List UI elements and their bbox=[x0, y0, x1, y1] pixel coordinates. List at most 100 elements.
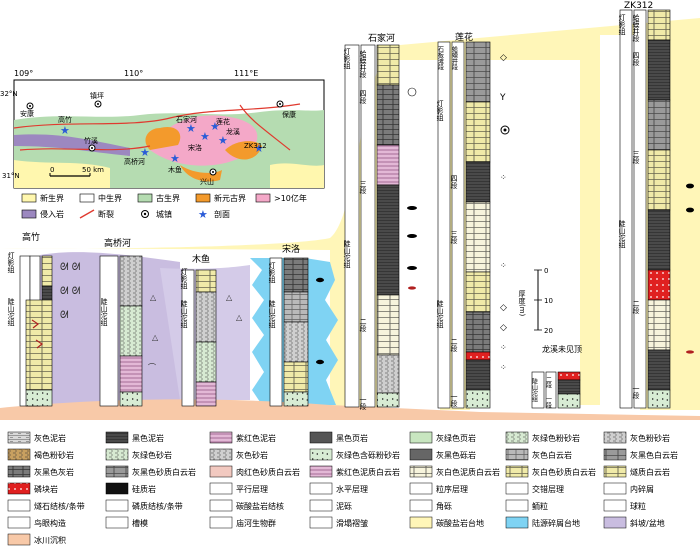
svg-text:⁘: ⁘ bbox=[500, 343, 507, 352]
lith-swatch bbox=[603, 448, 627, 461]
thickness-scale bbox=[534, 269, 542, 331]
lon-label-3: 111°E bbox=[234, 69, 258, 78]
gaozhu-unit-1: 陡山沱组 bbox=[7, 297, 15, 326]
column-title-muyu: 木鱼 bbox=[192, 253, 210, 265]
lat-label-1: 32°N bbox=[0, 90, 18, 98]
svg-text:★: ★ bbox=[186, 122, 196, 135]
lith-swatch bbox=[7, 448, 31, 461]
svg-text:⌒: ⌒ bbox=[148, 363, 156, 372]
lith-label: 灰黑色砂质白云岩 bbox=[132, 467, 196, 477]
map-legend-label-8: 剖面 bbox=[214, 209, 230, 219]
lith-label: 灰绿色粉砂岩 bbox=[532, 433, 580, 443]
lith-label: 紫红色泥质白云岩 bbox=[336, 467, 400, 477]
shijiahe-unit-5: 一段 bbox=[359, 396, 367, 411]
svg-text:Y: Y bbox=[499, 93, 506, 103]
shijiahe-unit-3: 三段 bbox=[359, 180, 367, 195]
column-title-shijiahe: 石家河 bbox=[368, 32, 395, 44]
lith-swatch bbox=[409, 448, 433, 461]
map-legend: 新生界 中生界 古生界 新元古界 >10亿年 侵入岩 断裂 城镇 ★ 剖面 bbox=[21, 193, 307, 221]
lith-label: 角砾 bbox=[436, 501, 452, 511]
location-map: ★ ★ ★ ★ ★ ★ ★ ★ bbox=[13, 79, 325, 189]
lith-label: 肉红色砂质白云岩 bbox=[236, 467, 300, 477]
svg-text:★: ★ bbox=[218, 134, 228, 147]
lith-label: 平行层理 bbox=[236, 484, 268, 494]
zk312-unit-1: 蛤蟆井段 bbox=[632, 13, 640, 43]
section-star-icon: ★ bbox=[198, 208, 208, 221]
svg-text:★: ★ bbox=[210, 120, 220, 133]
lithology-legend: 灰色泥岩黑色泥岩紫红色泥岩黑色页岩灰绿色页岩灰绿色粉砂岩灰色粉砂岩褐色粉砂岩灰绿… bbox=[7, 431, 678, 546]
facies-terrigenous-platform-2 bbox=[305, 258, 338, 405]
lith-label: 碳酸盐岩结核 bbox=[236, 501, 284, 511]
shijiahe-unit-4: 二段 bbox=[359, 318, 367, 333]
map-legend-label-1: 中生界 bbox=[98, 193, 122, 203]
lith-swatch bbox=[309, 465, 333, 478]
lith-label: 碳酸盐岩台地 bbox=[436, 518, 484, 528]
lith-label: 交错层理 bbox=[532, 484, 564, 494]
town-xingshan: 兴山 bbox=[200, 177, 214, 186]
column-title-gaozhu: 高竹 bbox=[22, 231, 40, 243]
map-section-gaozhu: 高竹 bbox=[58, 115, 72, 124]
lianhua-unit-1: 蛤蟆井段 bbox=[451, 45, 458, 71]
lith-swatch bbox=[105, 448, 129, 461]
svg-text:△: △ bbox=[150, 293, 157, 302]
lith-swatch bbox=[309, 499, 333, 512]
svg-text:◇: ◇ bbox=[500, 303, 507, 313]
thickness-tick-2: 20 bbox=[544, 327, 553, 335]
lith-label: 燧石结核/条带 bbox=[34, 501, 85, 511]
svg-text:◇: ◇ bbox=[500, 53, 507, 63]
lith-label: 黑色页岩 bbox=[336, 433, 368, 443]
lith-label: 灰白色砂质白云岩 bbox=[532, 467, 596, 477]
lith-label: 灰色泥岩 bbox=[34, 433, 66, 443]
songluo-unit-1: 陡山沱组 bbox=[268, 299, 276, 328]
lianhua-unit-4: 三段 bbox=[450, 230, 458, 245]
lith-swatch bbox=[209, 499, 233, 512]
svg-text:★: ★ bbox=[200, 130, 210, 143]
lith-swatch bbox=[105, 465, 129, 478]
lith-swatch bbox=[409, 516, 433, 529]
lith-swatch bbox=[105, 482, 129, 495]
thickness-tick-1: 10 bbox=[544, 297, 553, 305]
svg-text:⁘: ⁘ bbox=[500, 261, 507, 270]
lith-swatch bbox=[7, 499, 31, 512]
lianhua-unit-7: 陡山沱组 bbox=[436, 299, 444, 328]
lith-swatch bbox=[7, 533, 31, 546]
shijiahe-unit-2: 四段 bbox=[359, 90, 367, 105]
lith-label: 庙河生物群 bbox=[236, 518, 276, 528]
songluo-unit-0: 灯影组 bbox=[268, 261, 276, 283]
map-legend-label-0: 新生界 bbox=[40, 193, 64, 203]
lith-swatch bbox=[209, 448, 233, 461]
column-longxi bbox=[531, 371, 581, 409]
lith-swatch bbox=[105, 499, 129, 512]
lith-swatch bbox=[209, 431, 233, 444]
lith-swatch bbox=[209, 516, 233, 529]
column-title-lianhua: 莲花 bbox=[455, 31, 473, 43]
town-ankang: 安康 bbox=[20, 109, 34, 118]
lith-swatch bbox=[105, 431, 129, 444]
map-section-muyu: 木鱼 bbox=[168, 165, 182, 174]
lith-label: 槽模 bbox=[132, 518, 148, 528]
lith-swatch bbox=[409, 499, 433, 512]
lith-label: 球粒 bbox=[630, 501, 646, 511]
lith-swatch bbox=[603, 516, 627, 529]
map-labels: 109° 110° 111°E 32°N 31°N 安康 镇坪 竹溪 保康 兴山… bbox=[0, 69, 296, 186]
lith-label: 粒序层理 bbox=[436, 484, 468, 494]
lon-label-2: 110° bbox=[124, 69, 143, 78]
column-title-songluo: 宋洛 bbox=[282, 243, 300, 255]
lith-swatch bbox=[7, 482, 31, 495]
lith-label: 斜坡/盆地 bbox=[630, 518, 665, 528]
lith-label: 内碎屑 bbox=[630, 484, 654, 494]
svg-text:ᘛ: ᘛ bbox=[60, 310, 69, 321]
lith-label: 灰黑色砾岩 bbox=[436, 450, 476, 460]
svg-text:⁘: ⁘ bbox=[500, 363, 507, 372]
lith-label: 磷块岩 bbox=[34, 484, 58, 494]
column-zk312 bbox=[619, 9, 694, 409]
lith-label: 褐色粉砂岩 bbox=[34, 450, 74, 460]
map-legend-label-2: 古生界 bbox=[156, 193, 180, 203]
column-title-zk312: ZK312 bbox=[624, 1, 653, 11]
lith-swatch bbox=[209, 482, 233, 495]
lith-label: 冰川沉积 bbox=[34, 535, 66, 545]
svg-text:ᘛ ᘛ: ᘛ ᘛ bbox=[60, 262, 81, 273]
muyu-unit-0: 灯影组 bbox=[180, 267, 188, 289]
zk312-unit-6: 陡山沱组 bbox=[618, 219, 626, 248]
column-title-longxi: 龙溪未见顶 bbox=[542, 344, 582, 354]
